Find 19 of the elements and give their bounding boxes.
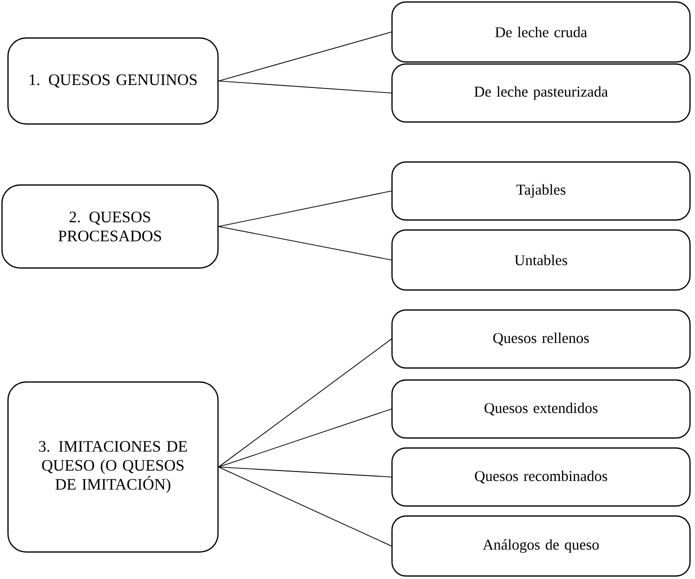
category-box: 2. QUESOS PROCESADOS [1,184,219,269]
subcategory-box: Untables [391,229,691,291]
connector-line [218,80,392,94]
connector-line [218,338,392,468]
subcategory-box: Quesos extendidos [391,379,691,439]
connector-line [218,32,392,82]
connector-line [218,466,392,546]
connector-line [218,466,392,478]
subcategory-box: Quesos recombinados [391,447,691,507]
connector-line [218,226,392,260]
subcategory-box: Análogos de queso [391,515,691,577]
subcategory-box: De leche pasteurizada [391,63,691,123]
category-box: 1. QUESOS GENUINOS [7,37,219,125]
subcategory-box: Tajables [391,161,691,221]
connector-line [218,190,392,227]
category-box: 3. IMITACIONES DE QUESO (O QUESOS DE IMITACIÓN) [7,381,219,553]
connector-line [218,408,392,468]
subcategory-box: De leche cruda [391,1,691,63]
subcategory-box: Quesos rellenos [391,309,691,369]
